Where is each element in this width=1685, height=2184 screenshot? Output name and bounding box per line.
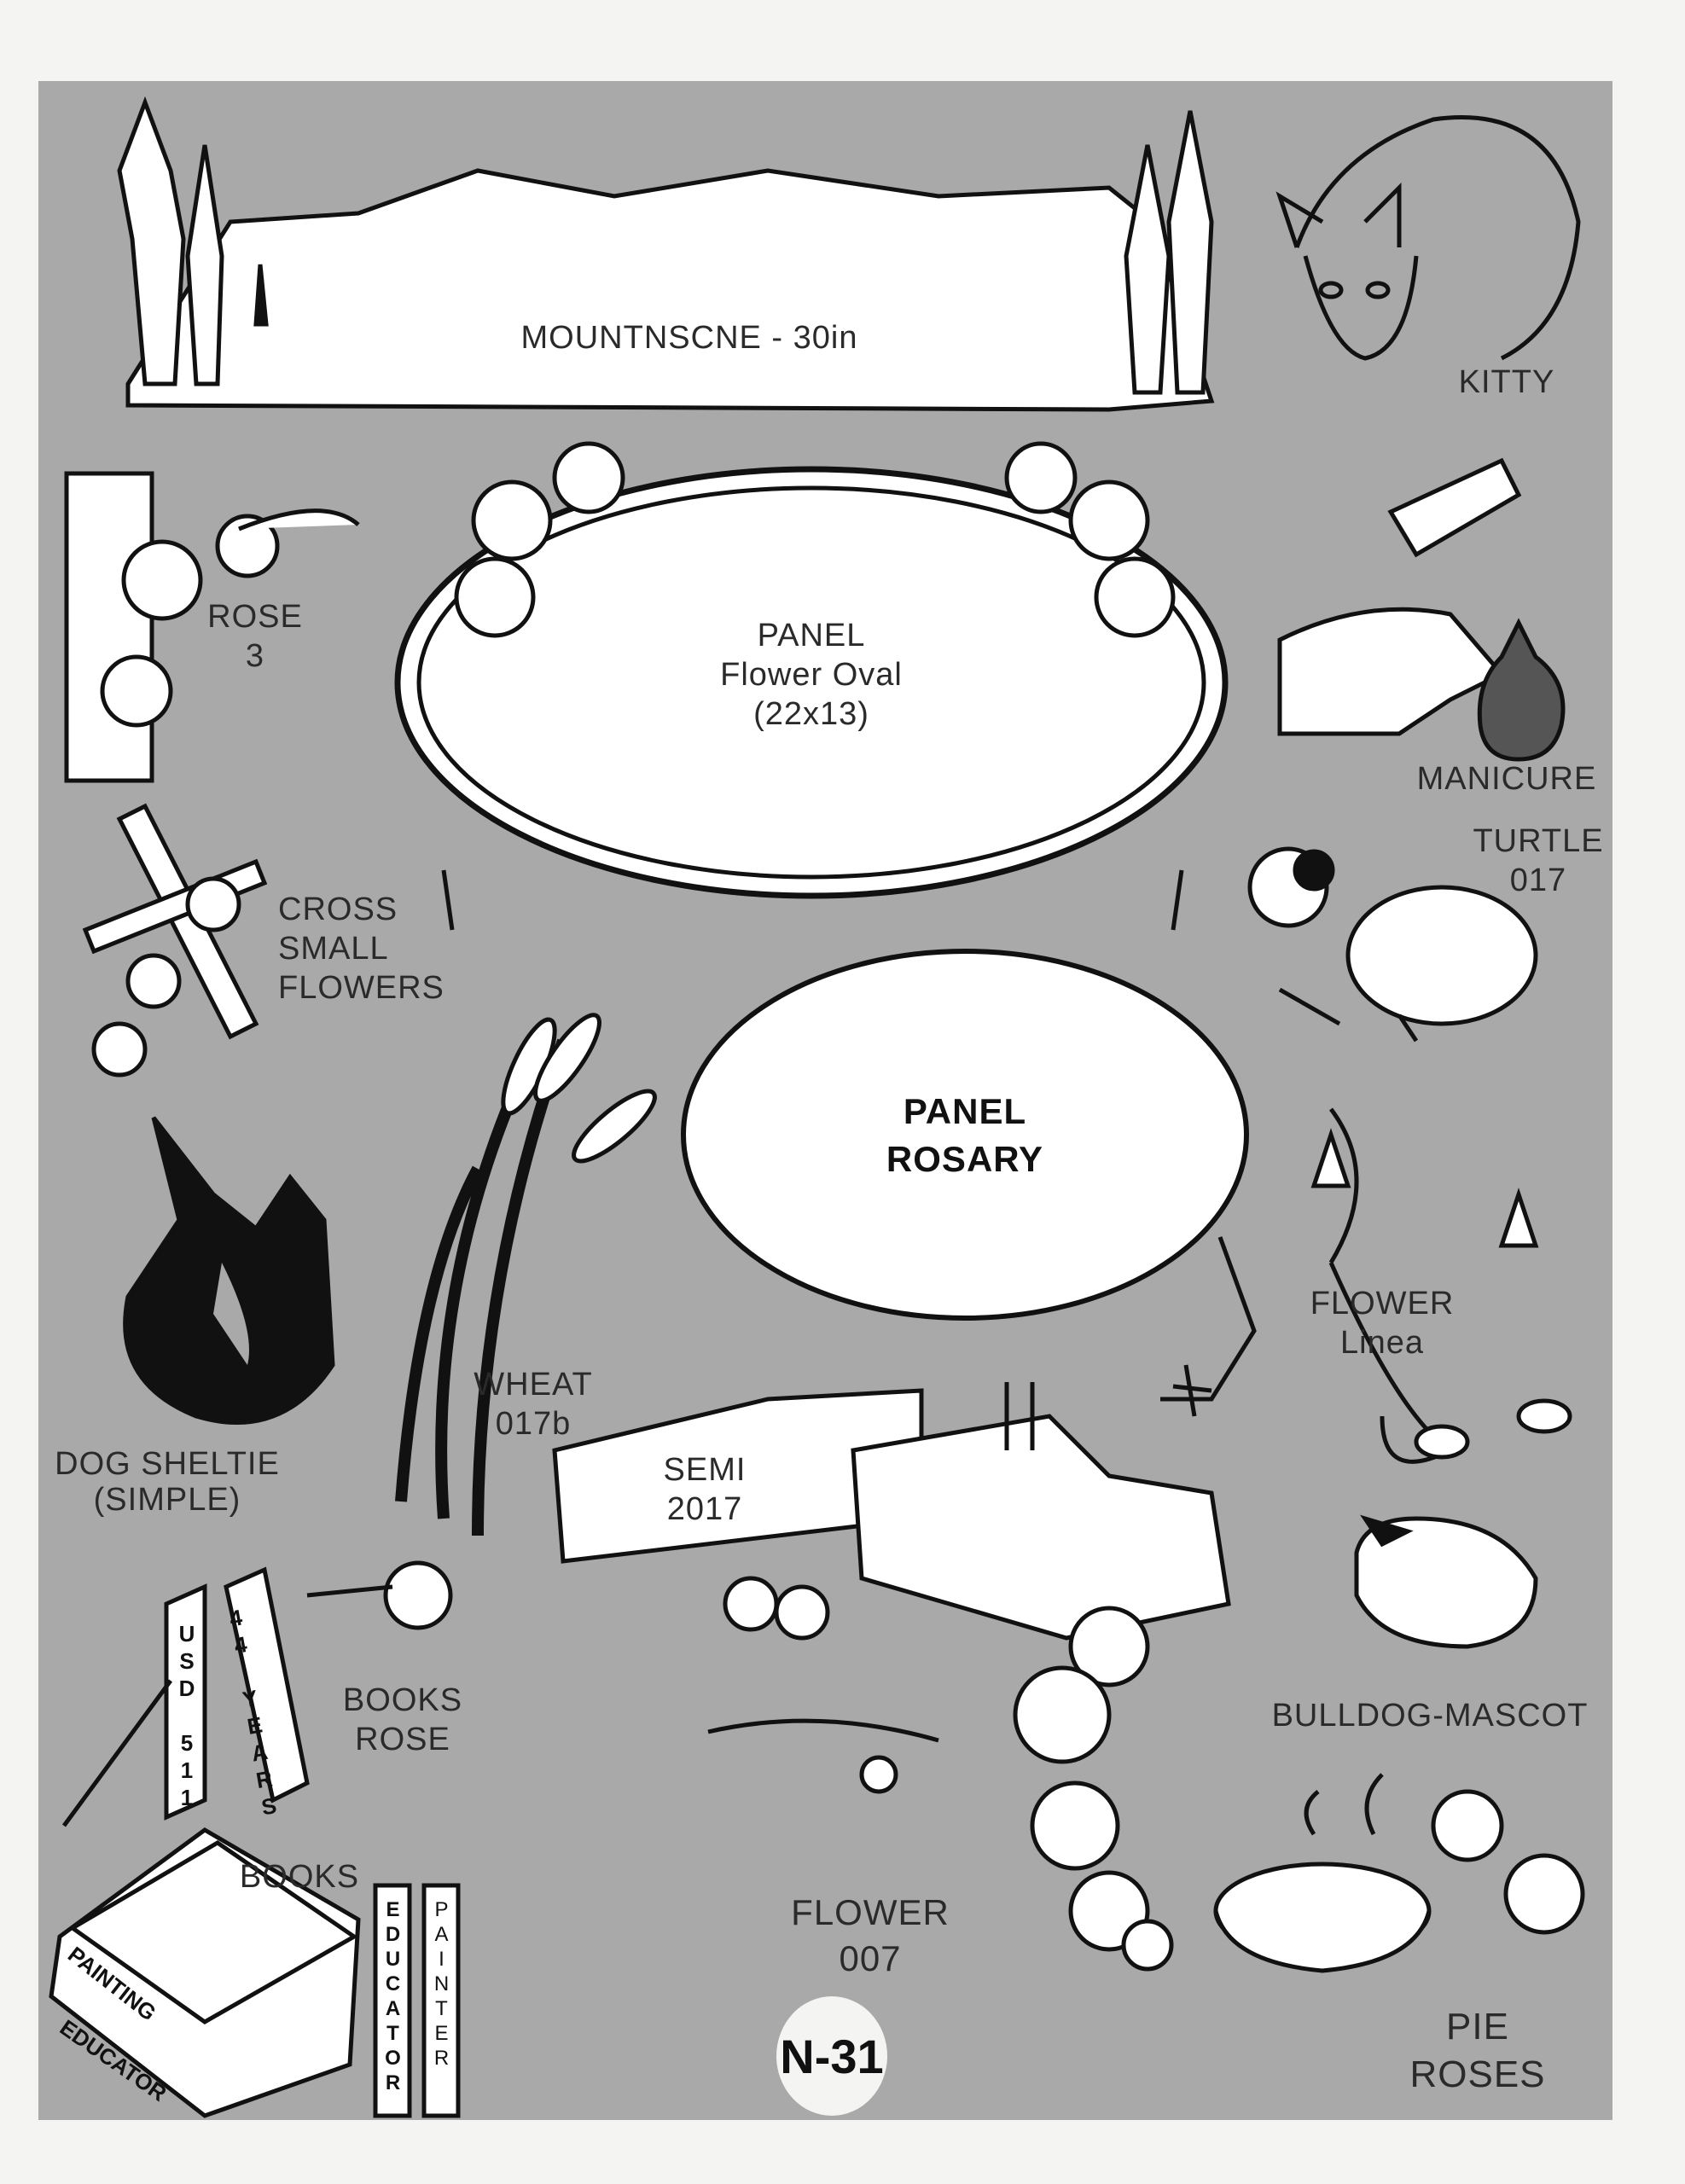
label-line: FLOWERS bbox=[278, 970, 444, 1006]
mountain-scene-label: MOUNTNSCNE - 30in bbox=[520, 320, 858, 356]
label-line: PANEL bbox=[757, 618, 866, 653]
dog-sheltie-image bbox=[123, 1116, 335, 1425]
flower007-label: FLOWER 007 bbox=[791, 1890, 950, 1982]
label-line: PIE bbox=[1446, 2006, 1509, 2048]
turtle-label: TURTLE 017 bbox=[1473, 822, 1603, 900]
books-label: BOOKS bbox=[239, 1859, 360, 1895]
label-line: TURTLE bbox=[1473, 823, 1604, 859]
books-stack-image bbox=[49, 1827, 461, 2118]
label-line: FLOWER bbox=[791, 1892, 950, 1932]
kitty-label: KITTY bbox=[1458, 364, 1555, 400]
label-line: 017 bbox=[1509, 863, 1567, 898]
pie-roses-label: PIE ROSES bbox=[1409, 2003, 1545, 2099]
label-line: PANEL bbox=[903, 1091, 1027, 1131]
turtle-image bbox=[1247, 846, 1538, 1043]
rose3-line: 3 bbox=[245, 638, 265, 674]
books-rose-label: BOOKS ROSE bbox=[343, 1681, 462, 1759]
label-line: (SIMPLE) bbox=[93, 1482, 241, 1518]
books-rose-image bbox=[61, 1560, 453, 1827]
label-line: Linea bbox=[1340, 1325, 1424, 1361]
panel-rosary-image bbox=[681, 949, 1257, 1417]
label-line: SMALL bbox=[278, 931, 389, 967]
dog-sheltie-label: DOG SHELTIE(SIMPLE) bbox=[55, 1446, 280, 1518]
label-line: Flower Oval bbox=[720, 657, 903, 693]
label-line: 017b bbox=[495, 1406, 572, 1442]
book-spine-painter: PAINTER bbox=[430, 1898, 453, 2071]
panel-rosary-label: PANEL ROSARY bbox=[886, 1088, 1043, 1183]
flower-linea-image bbox=[1310, 1107, 1572, 1464]
wheat-image bbox=[395, 1013, 657, 1536]
book-spine-educator: EDUCATOR bbox=[381, 1898, 404, 2096]
book-spine-usd: USD 511 bbox=[174, 1621, 200, 1812]
label-line: ROSES bbox=[1409, 2053, 1546, 2095]
label-line: ROSE bbox=[355, 1722, 450, 1757]
pie-roses-image bbox=[1213, 1773, 1585, 1973]
mountain-scene-image bbox=[117, 96, 1215, 412]
label-line: WHEAT bbox=[474, 1367, 593, 1403]
panel-flower-oval-image bbox=[394, 441, 1229, 931]
label-line: ROSARY bbox=[886, 1139, 1044, 1179]
manicure-label: MANICURE bbox=[1416, 761, 1597, 797]
cross-image bbox=[82, 803, 268, 1077]
label-line: FLOWER bbox=[1310, 1286, 1455, 1321]
page-code-badge: N-31 bbox=[776, 1996, 887, 2116]
rose3-image bbox=[64, 471, 360, 783]
label-line: DOG SHELTIE bbox=[55, 1446, 280, 1482]
label-line: (22x13) bbox=[753, 696, 869, 732]
manicure-image bbox=[1277, 457, 1566, 762]
label-line: BOOKS bbox=[342, 1682, 463, 1718]
label-line: 007 bbox=[839, 1938, 902, 1978]
semi-truck-image bbox=[552, 1382, 1231, 1687]
label-line: SEMI bbox=[663, 1452, 747, 1488]
flower007-image bbox=[707, 1665, 1174, 1972]
label-line: CROSS bbox=[278, 892, 398, 927]
label-line: 2017 bbox=[666, 1491, 743, 1527]
bulldog-label: BULLDOG-MASCOT bbox=[1271, 1698, 1589, 1734]
panel-flower-oval-label: PANEL Flower Oval(22x13) bbox=[720, 616, 903, 734]
kitty-image bbox=[1275, 115, 1581, 361]
rose3-line: ROSE bbox=[207, 599, 303, 635]
bulldog-image bbox=[1354, 1514, 1538, 1649]
flower-linea-label: FLOWER Linea bbox=[1310, 1284, 1455, 1362]
